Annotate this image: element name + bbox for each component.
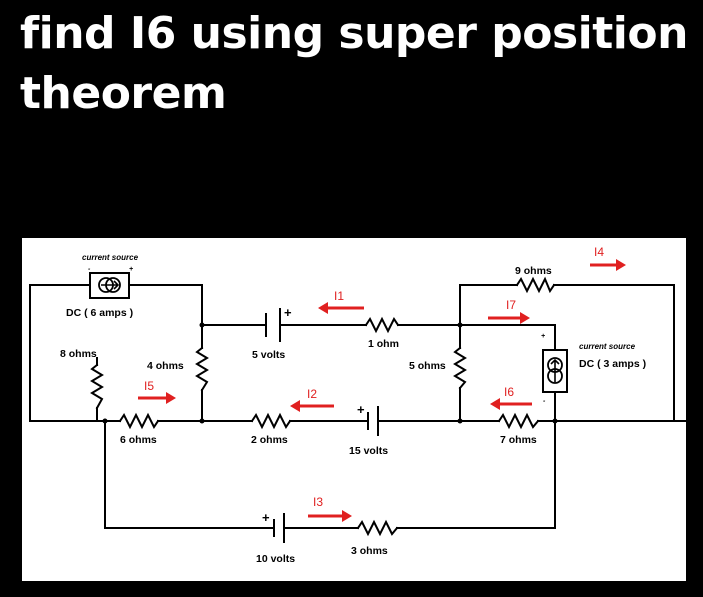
battery-10-volts: +: [262, 510, 285, 543]
title-line-1: find I6 using super position: [20, 8, 688, 59]
label-3-ohms: 3 ohms: [351, 545, 388, 557]
i4-label: I4: [594, 245, 604, 259]
current-direction-arrow-icon: [101, 280, 120, 290]
wire-bottom-loop: [104, 420, 556, 529]
label-4-ohms: 4 ohms: [147, 360, 184, 372]
i3-arrow-head: [342, 510, 352, 522]
i4-arrow-head: [616, 259, 626, 271]
cs1-caption: current source: [82, 253, 139, 262]
battery-5-volts: +: [265, 305, 292, 342]
label-1-ohm: 1 ohm: [368, 338, 399, 350]
label-15-volts: 15 volts: [349, 445, 388, 457]
i1-arrow-head: [318, 302, 328, 314]
current-i5: I5: [138, 379, 176, 404]
i1-label: I1: [334, 289, 344, 303]
cs2-caption: current source: [579, 342, 636, 351]
cs2-minus-terminal: -: [543, 398, 546, 405]
resistor-2-ohms: [250, 412, 292, 430]
plus-sign: +: [262, 510, 270, 525]
cs1-minus-terminal: -: [88, 266, 91, 273]
label-10-volts: 10 volts: [256, 553, 295, 565]
i3-label: I3: [313, 495, 323, 509]
label-2-ohms: 2 ohms: [251, 434, 288, 446]
current-source-3a: + - current source DC ( 3 amps ): [541, 333, 646, 405]
cs2-plus-terminal: +: [541, 333, 545, 340]
label-7-ohms: 7 ohms: [500, 434, 537, 446]
current-i7: I7: [488, 298, 530, 324]
wires: [29, 284, 686, 529]
wire-top-left-loop: [29, 284, 98, 422]
plus-sign: +: [357, 402, 365, 417]
title-line-2: theorem: [20, 68, 227, 119]
i6-arrow-head: [490, 398, 500, 410]
circuit-panel: current source - + DC ( 6 amps ) + - cur…: [22, 238, 686, 581]
cs1-plus-terminal: +: [129, 266, 133, 273]
current-i6: I6: [490, 385, 532, 410]
junction: [102, 418, 108, 424]
cs1-label: DC ( 6 amps ): [66, 307, 133, 319]
resistor-5-ohms: [453, 346, 467, 390]
label-6-ohms: 6 ohms: [120, 434, 157, 446]
i7-label: I7: [506, 298, 516, 312]
junction: [457, 322, 463, 328]
junctions: [102, 322, 558, 424]
label-5-ohms: 5 ohms: [409, 360, 446, 372]
junction: [457, 418, 463, 424]
junction: [552, 418, 558, 424]
resistor-1-ohm: [364, 316, 400, 334]
battery-15-volts: +: [357, 402, 379, 436]
resistor-6-ohms: [118, 412, 160, 430]
plus-sign: +: [284, 305, 292, 320]
question-title: find I6 using super position theorem: [20, 4, 700, 124]
i2-label: I2: [307, 387, 317, 401]
component-labels: 8 ohms 4 ohms 5 ohms 6 ohms 2 ohms 7 ohm…: [60, 265, 552, 565]
label-5-volts: 5 volts: [252, 349, 285, 361]
i5-arrow-head: [166, 392, 176, 404]
resistor-9-ohms: [515, 276, 556, 294]
current-i3: I3: [308, 495, 352, 522]
resistor-3-ohms: [356, 519, 399, 537]
label-8-ohms: 8 ohms: [60, 348, 97, 360]
resistors: [90, 276, 556, 537]
current-arrows: I1 I2 I3 I4 I5: [138, 245, 626, 522]
current-direction-arrow-icon: [550, 358, 560, 382]
current-i1: I1: [318, 289, 364, 314]
current-i4: I4: [590, 245, 626, 271]
voltage-sources: + + +: [262, 305, 379, 543]
i7-arrow-head: [520, 312, 530, 324]
resistor-7-ohms: [497, 412, 540, 430]
resistor-4-ohms: [195, 346, 209, 392]
current-i2: I2: [290, 387, 334, 412]
label-9-ohms: 9 ohms: [515, 265, 552, 277]
wire-cs2-branch: [459, 324, 556, 422]
resistor-8-ohms: [90, 363, 104, 410]
i6-label: I6: [504, 385, 514, 399]
junction: [199, 418, 205, 424]
wire-cs1-right: [128, 284, 203, 326]
i5-label: I5: [144, 379, 154, 393]
circuit-diagram: current source - + DC ( 6 amps ) + - cur…: [29, 245, 686, 565]
current-source-6a: current source - + DC ( 6 amps ): [66, 253, 139, 319]
i2-arrow-head: [290, 400, 300, 412]
cs2-label: DC ( 3 amps ): [579, 358, 646, 370]
wire-top-right: [459, 284, 675, 422]
junction: [199, 322, 205, 328]
